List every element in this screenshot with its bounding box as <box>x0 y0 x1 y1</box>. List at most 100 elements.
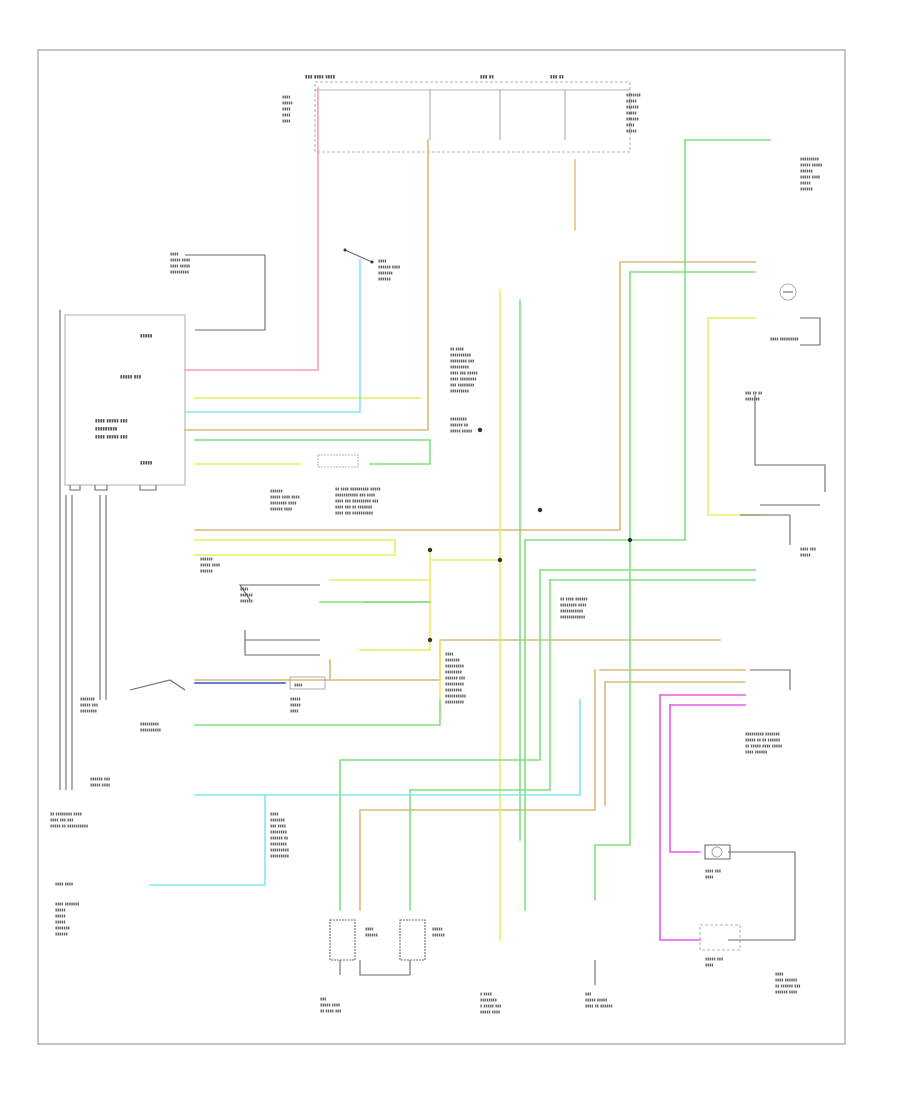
svg-text:▮▮ ▮▮▮▮ ▮▮▮: ▮▮ ▮▮▮▮ ▮▮▮ <box>320 1008 341 1013</box>
svg-text:▮▮▮▮▮: ▮▮▮▮▮ <box>432 926 442 931</box>
svg-text:▮▮▮▮▮▮▮▮▮: ▮▮▮▮▮▮▮▮▮ <box>445 663 464 668</box>
svg-text:▮▮▮▮▮▮: ▮▮▮▮▮▮ <box>365 932 378 937</box>
svg-text:▮▮▮▮: ▮▮▮▮ <box>282 94 290 99</box>
svg-text:▮▮▮: ▮▮▮ <box>585 991 591 996</box>
svg-text:▮▮▮ ▮▮▮▮▮▮▮▮: ▮▮▮ ▮▮▮▮▮▮▮▮ <box>450 382 474 387</box>
svg-text:▮▮▮▮: ▮▮▮▮ <box>775 971 783 976</box>
svg-text:▮▮▮▮▮: ▮▮▮▮▮ <box>55 919 65 924</box>
svg-text:▮▮▮ ▮▮▮▮ ▮▮▮▮: ▮▮▮ ▮▮▮▮ ▮▮▮▮ <box>305 75 336 80</box>
svg-text:▮▮▮▮▮▮ ▮▮: ▮▮▮▮▮▮ ▮▮ <box>450 422 468 427</box>
svg-text:▮▮▮▮: ▮▮▮▮ <box>282 112 290 117</box>
svg-text:▮▮▮▮: ▮▮▮▮ <box>378 258 386 263</box>
svg-text:▮▮▮▮▮▮▮▮▮: ▮▮▮▮▮▮▮▮▮ <box>95 427 118 432</box>
svg-text:▮▮▮▮▮▮: ▮▮▮▮▮▮ <box>800 168 813 173</box>
svg-text:▮▮▮ ▮▮▮▮: ▮▮▮ ▮▮▮▮ <box>270 823 286 828</box>
svg-text:▮▮▮▮▮ ▮▮▮▮▮: ▮▮▮▮▮ ▮▮▮▮▮ <box>585 997 607 1002</box>
svg-text:▮▮▮▮▮ ▮▮▮▮: ▮▮▮▮▮ ▮▮▮▮ <box>200 562 220 567</box>
svg-text:▮▮▮: ▮▮▮ <box>320 996 326 1001</box>
instrument-cluster: ▮▮▮▮▮ ▮▮▮▮▮ ▮▮▮ ▮▮▮▮ ▮▮▮▮▮ ▮▮▮ ▮▮▮▮▮▮▮▮▮… <box>64 314 186 491</box>
svg-text:▮▮▮▮: ▮▮▮▮ <box>294 682 302 687</box>
right-headlamp: ▮▮▮▮▮ ▮▮▮▮▮▮ <box>399 919 445 961</box>
svg-text:▮▮▮▮▮▮ ▮▮▮▮: ▮▮▮▮▮▮ ▮▮▮▮ <box>378 264 400 269</box>
svg-text:▮▮▮▮▮▮▮▮▮▮▮: ▮▮▮▮▮▮▮▮▮▮▮ <box>560 608 583 613</box>
svg-text:▮▮▮▮ ▮▮▮ ▮▮▮: ▮▮▮▮ ▮▮▮ ▮▮▮ <box>50 817 73 822</box>
svg-text:▮▮▮▮▮ ▮▮▮: ▮▮▮▮▮ ▮▮▮ <box>705 956 723 961</box>
svg-text:▮▮▮▮ ▮▮▮▮▮▮: ▮▮▮▮ ▮▮▮▮▮▮ <box>745 749 767 754</box>
drl-relay: ▮▮▮▮ ▮▮▮▮▮ ▮▮▮▮▮ ▮▮▮▮ <box>289 676 326 713</box>
svg-text:▮▮▮▮ ▮▮▮▮▮▮▮: ▮▮▮▮ ▮▮▮▮▮▮▮ <box>55 901 79 906</box>
svg-text:▮▮▮▮▮▮▮▮▮: ▮▮▮▮▮▮▮▮▮ <box>270 847 289 852</box>
svg-text:▮▮▮▮ ▮▮▮▮▮▮▮▮▮: ▮▮▮▮ ▮▮▮▮▮▮▮▮▮ <box>770 336 798 341</box>
svg-text:▮▮▮▮: ▮▮▮▮ <box>240 586 248 591</box>
svg-text:▮▮▮▮▮▮: ▮▮▮▮▮▮ <box>270 488 283 493</box>
svg-text:▮▮▮▮▮ ▮▮▮▮: ▮▮▮▮▮ ▮▮▮▮ <box>320 1002 340 1007</box>
svg-text:▮▮▮▮▮▮ ▮▮▮: ▮▮▮▮▮▮ ▮▮▮ <box>90 776 110 781</box>
svg-text:▮▮▮▮▮▮▮▮: ▮▮▮▮▮▮▮▮ <box>450 416 467 421</box>
svg-text:▮▮▮▮ ▮▮▮▮▮▮▮▮: ▮▮▮▮ ▮▮▮▮▮▮▮▮ <box>450 376 476 381</box>
svg-text:▮▮▮▮▮▮▮▮ ▮▮▮▮: ▮▮▮▮▮▮▮▮ ▮▮▮▮ <box>560 602 586 607</box>
fuse-block: ▮▮▮ ▮▮▮▮ ▮▮▮▮ ▮▮▮ ▮▮ ▮▮▮ ▮▮ ▮▮▮▮ ▮▮▮▮▮ ▮… <box>282 75 641 153</box>
svg-text:▮▮▮▮: ▮▮▮▮ <box>705 962 713 967</box>
svg-text:▮▮▮▮ ▮▮▮ ▮▮▮▮▮: ▮▮▮▮ ▮▮▮ ▮▮▮▮▮ <box>450 370 478 375</box>
svg-text:▮▮▮▮▮ ▮▮ ▮▮ ▮▮▮▮▮▮: ▮▮▮▮▮ ▮▮ ▮▮ ▮▮▮▮▮▮ <box>745 737 780 742</box>
svg-text:▮▮▮▮: ▮▮▮▮ <box>705 874 713 879</box>
svg-text:▮▮▮▮▮▮▮▮▮▮: ▮▮▮▮▮▮▮▮▮▮ <box>450 352 471 357</box>
svg-text:▮▮▮▮▮: ▮▮▮▮▮ <box>800 180 810 185</box>
ground-g101: ▮▮▮▮ ▮▮▮▮ ▮▮▮▮▮▮ ▮▮ ▮▮▮▮▮▮ ▮▮▮ ▮▮▮▮▮▮ ▮▮… <box>775 971 800 994</box>
svg-text:▮▮▮▮▮▮▮▮: ▮▮▮▮▮▮▮▮ <box>445 669 462 674</box>
svg-text:▮ ▮▮▮▮: ▮ ▮▮▮▮ <box>480 991 492 996</box>
svg-text:▮▮▮▮ ▮▮▮▮▮: ▮▮▮▮ ▮▮▮▮▮ <box>170 263 190 268</box>
svg-text:▮▮▮▮▮▮▮▮▮: ▮▮▮▮▮▮▮▮▮ <box>450 364 469 369</box>
diagram-frame <box>37 49 846 1045</box>
svg-text:▮▮▮▮▮▮: ▮▮▮▮▮▮ <box>378 276 391 281</box>
svg-text:▮▮▮▮▮▮▮▮▮▮▮▮: ▮▮▮▮▮▮▮▮▮▮▮▮ <box>560 614 585 619</box>
annotations: ▮▮ ▮▮▮▮ ▮▮▮▮▮▮▮▮▮▮ ▮▮▮▮▮▮▮▮ ▮▮▮ ▮▮▮▮▮▮▮▮… <box>55 156 822 936</box>
svg-text:▮▮▮▮▮▮▮: ▮▮▮▮▮▮▮ <box>445 657 460 662</box>
svg-text:▮▮▮▮▮▮▮▮▮▮▮ ▮▮▮ ▮▮▮▮: ▮▮▮▮▮▮▮▮▮▮▮ ▮▮▮ ▮▮▮▮ <box>335 492 375 497</box>
svg-text:▮▮▮▮ ▮▮▮▮▮▮: ▮▮▮▮ ▮▮▮▮▮▮ <box>775 977 797 982</box>
svg-text:▮▮▮▮▮▮▮▮▮: ▮▮▮▮▮▮▮▮▮ <box>140 721 159 726</box>
svg-text:▮▮▮ ▮▮: ▮▮▮ ▮▮ <box>550 75 564 80</box>
svg-text:▮▮▮▮▮▮▮▮: ▮▮▮▮▮▮▮▮ <box>270 841 287 846</box>
svg-text:▮▮▮▮: ▮▮▮▮ <box>282 118 290 123</box>
svg-text:▮▮▮▮▮▮▮: ▮▮▮▮▮▮▮ <box>270 817 285 822</box>
svg-text:▮▮▮▮▮▮▮▮: ▮▮▮▮▮▮▮▮ <box>270 829 287 834</box>
svg-text:▮▮▮▮▮▮▮: ▮▮▮▮▮▮▮ <box>378 270 393 275</box>
svg-text:▮▮▮▮▮▮▮▮: ▮▮▮▮▮▮▮▮ <box>80 708 97 713</box>
svg-text:▮▮▮▮▮▮ ▮▮▮▮: ▮▮▮▮▮▮ ▮▮▮▮ <box>775 989 797 994</box>
svg-text:▮▮▮▮▮: ▮▮▮▮▮ <box>626 128 636 133</box>
svg-text:▮▮▮▮▮ ▮▮▮▮▮: ▮▮▮▮▮ ▮▮▮▮▮ <box>800 162 822 167</box>
svg-text:▮▮▮▮▮: ▮▮▮▮▮ <box>626 110 636 115</box>
svg-text:▮▮▮▮: ▮▮▮▮ <box>282 106 290 111</box>
svg-text:▮▮▮ ▮▮: ▮▮▮ ▮▮ <box>480 75 494 80</box>
svg-text:▮▮▮▮: ▮▮▮▮ <box>445 651 453 656</box>
svg-text:▮▮▮▮▮: ▮▮▮▮▮ <box>55 913 65 918</box>
svg-text:▮▮▮▮▮: ▮▮▮▮▮ <box>800 552 810 557</box>
svg-text:▮▮▮▮: ▮▮▮▮ <box>626 122 634 127</box>
svg-text:▮▮▮▮: ▮▮▮▮ <box>365 926 373 931</box>
svg-text:▮▮▮▮▮▮ ▮▮▮▮: ▮▮▮▮▮▮ ▮▮▮▮ <box>270 506 292 511</box>
svg-text:▮▮ ▮▮▮▮▮ ▮▮▮▮ ▮▮▮▮▮: ▮▮ ▮▮▮▮▮ ▮▮▮▮ ▮▮▮▮▮ <box>745 743 782 748</box>
wire-gray-group <box>129 254 826 985</box>
svg-text:▮▮▮▮▮▮: ▮▮▮▮▮▮ <box>55 931 68 936</box>
svg-text:▮▮▮▮▮▮▮▮▮ ▮▮▮▮▮▮▮: ▮▮▮▮▮▮▮▮▮ ▮▮▮▮▮▮▮ <box>745 731 780 736</box>
svg-text:▮▮▮▮▮ ▮▮▮▮▮: ▮▮▮▮▮ ▮▮▮▮▮ <box>450 428 472 433</box>
svg-text:▮▮▮▮ ▮▮ ▮▮▮▮▮▮: ▮▮▮▮ ▮▮ ▮▮▮▮▮▮ <box>585 1003 613 1008</box>
svg-text:▮▮▮▮▮: ▮▮▮▮▮ <box>140 334 153 339</box>
svg-text:▮ ▮▮▮▮▮ ▮▮▮: ▮ ▮▮▮▮▮ ▮▮▮ <box>480 1003 501 1008</box>
svg-text:▮▮▮▮▮▮: ▮▮▮▮▮▮ <box>800 186 813 191</box>
svg-text:▮▮▮▮▮ ▮▮▮▮: ▮▮▮▮▮ ▮▮▮▮ <box>170 257 190 262</box>
svg-text:▮▮▮▮▮▮▮▮▮▮: ▮▮▮▮▮▮▮▮▮▮ <box>445 693 466 698</box>
svg-text:▮▮▮▮▮▮▮▮▮: ▮▮▮▮▮▮▮▮▮ <box>450 388 469 393</box>
wire-green-group <box>194 139 771 911</box>
svg-text:▮▮▮▮ ▮▮▮ ▮▮▮▮▮▮▮▮▮ ▮▮▮: ▮▮▮▮ ▮▮▮ ▮▮▮▮▮▮▮▮▮ ▮▮▮ <box>335 498 378 503</box>
svg-text:▮▮▮▮▮ ▮▮▮: ▮▮▮▮▮ ▮▮▮ <box>120 375 142 380</box>
svg-text:▮▮▮▮▮▮▮▮▮: ▮▮▮▮▮▮▮▮▮ <box>800 156 819 161</box>
svg-text:▮▮▮▮▮▮▮: ▮▮▮▮▮▮▮ <box>745 396 760 401</box>
svg-text:▮▮▮▮▮: ▮▮▮▮▮ <box>55 907 65 912</box>
svg-text:▮▮▮▮▮▮▮: ▮▮▮▮▮▮▮ <box>80 696 95 701</box>
ground-g117: ▮▮▮ ▮▮▮▮▮ ▮▮▮▮▮ ▮▮▮▮ ▮▮ ▮▮▮▮▮▮ <box>585 991 613 1008</box>
svg-text:▮▮▮▮ ▮▮▮ ▮▮ ▮▮▮▮▮▮▮: ▮▮▮▮ ▮▮▮ ▮▮ ▮▮▮▮▮▮▮ <box>335 504 372 509</box>
svg-text:▮▮▮▮▮ ▮▮ ▮▮▮▮▮▮▮▮▮▮: ▮▮▮▮▮ ▮▮ ▮▮▮▮▮▮▮▮▮▮ <box>50 823 88 828</box>
